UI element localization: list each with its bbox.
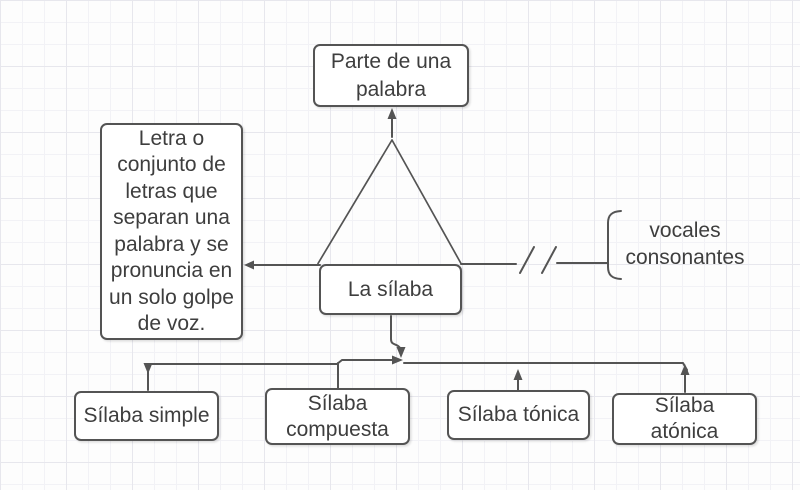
arrow-to-silaba-simple: [143, 363, 153, 391]
arrow-to-silaba-atonica: [680, 364, 690, 393]
node-la-silaba: La sílaba: [319, 264, 462, 315]
children-branch-line-left: [147, 355, 403, 365]
arrow-to-parte-de-una-palabra: [387, 108, 397, 138]
node-parte-de-una-palabra: Parte de una palabra: [313, 44, 469, 107]
node-silaba-atonica: Sílaba atónica: [612, 393, 757, 445]
node-silaba-tonica: Sílaba tónica: [447, 390, 590, 440]
children-branch-line-right: [403, 362, 688, 371]
triangle-shape: [317, 139, 462, 265]
node-silaba-simple: Sílaba simple: [74, 391, 219, 441]
components-label: vocales consonantes: [625, 219, 745, 269]
connector-from-la-silaba: [390, 315, 406, 358]
node-silaba-compuesta: Sílaba compuesta: [265, 388, 410, 445]
node-definition: Letra o conjunto de letras que separan u…: [100, 123, 243, 340]
break-slashes-icon: [519, 246, 557, 274]
arrow-to-silaba-tonica: [513, 369, 523, 391]
arrow-to-definition: [244, 260, 321, 270]
